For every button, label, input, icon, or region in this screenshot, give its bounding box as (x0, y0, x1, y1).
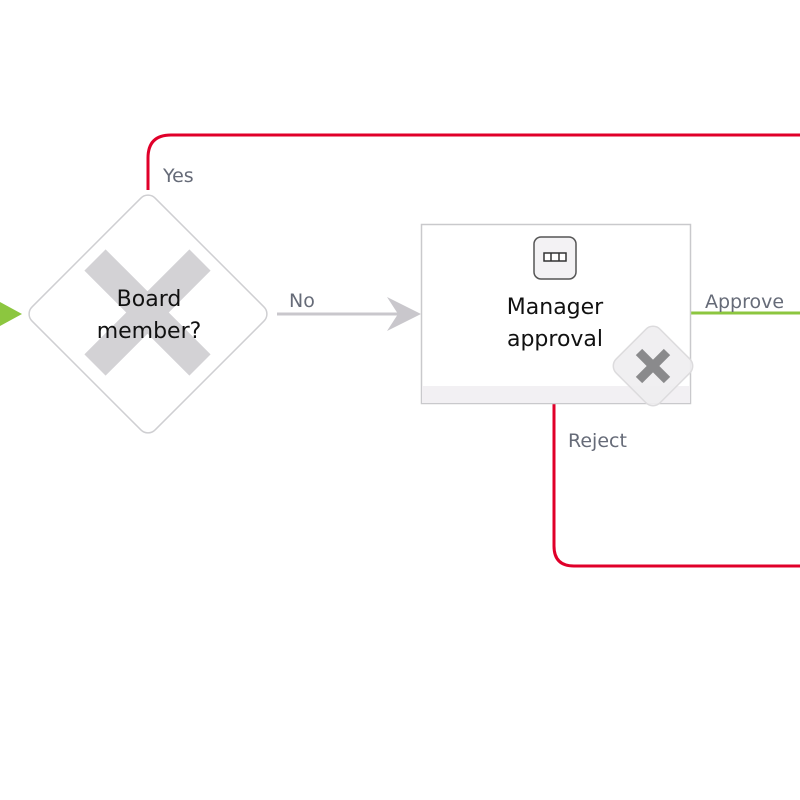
gateway-label-line1: Board (117, 287, 182, 312)
yes-label: Yes (162, 165, 194, 187)
task-label-line1: Manager (507, 295, 604, 320)
arrow-head-icon (387, 297, 421, 331)
delete-node-button[interactable] (609, 322, 697, 410)
exclusive-gateway-x-icon (84, 249, 211, 376)
no-connector[interactable] (277, 297, 421, 331)
approve-label: Approve (705, 291, 784, 313)
no-label: No (289, 290, 315, 312)
reject-label: Reject (568, 430, 627, 452)
gateway-board-member[interactable]: Board member? (25, 191, 271, 437)
reject-connector[interactable] (552, 404, 800, 568)
task-manager-approval[interactable]: Manager approval (420, 223, 692, 405)
close-icon (635, 348, 671, 384)
task-label-line2: approval (507, 327, 603, 352)
user-task-icon (533, 236, 577, 280)
gateway-label-line2: member? (97, 319, 202, 344)
incoming-arrow-head (0, 302, 22, 326)
yes-connector[interactable] (146, 133, 800, 190)
